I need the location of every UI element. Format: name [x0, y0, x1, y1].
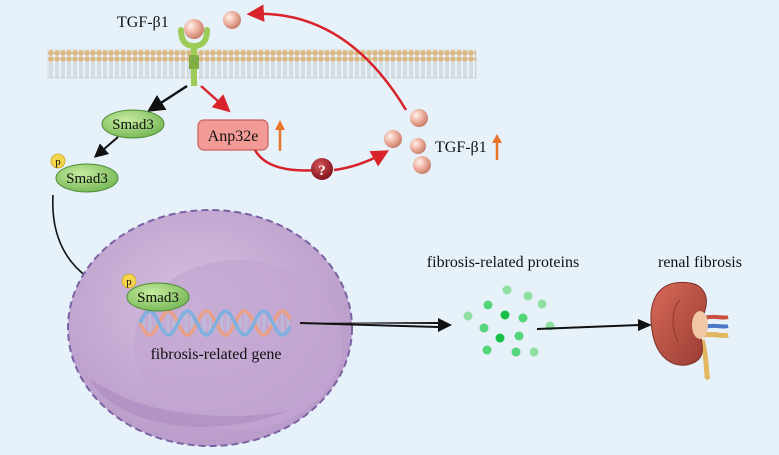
phospho-smad3-nuclear-node: Smad3 p — [121, 273, 190, 312]
arrow-receptor-to-anp32e — [200, 85, 231, 113]
protein-dot — [518, 313, 528, 323]
phospho-smad3-node: Smad3 p — [50, 153, 119, 193]
receptor-icon — [178, 27, 210, 86]
protein-dot — [523, 291, 533, 301]
protein-dot — [483, 300, 493, 310]
ligand-sphere-icon — [223, 11, 241, 29]
svg-text:Anp32e: Anp32e — [208, 128, 259, 145]
protein-cluster — [463, 285, 555, 357]
svg-text:p: p — [55, 156, 61, 168]
kidney-icon — [650, 281, 729, 380]
ligand-label-top: TGF-β1 — [117, 14, 169, 31]
ligand-sphere-icon — [384, 130, 402, 148]
protein-dot — [537, 299, 547, 309]
protein-dot — [514, 331, 524, 341]
svg-text:Smad3: Smad3 — [137, 290, 179, 306]
arrow-gene-to-proteins — [299, 318, 452, 332]
svg-text:Smad3: Smad3 — [66, 171, 108, 187]
protein-dot — [529, 347, 539, 357]
question-mark-icon: ? — [311, 158, 333, 180]
arrow-smad3-phosphorylation — [93, 136, 119, 158]
protein-dot — [502, 285, 512, 295]
arrow-receptor-to-smad3 — [147, 84, 188, 112]
ligand-sphere-icon — [184, 19, 204, 39]
increase-arrow-icon — [275, 120, 285, 151]
protein-dot — [500, 310, 510, 320]
arrow-anp32e-to-ligand-tail — [333, 150, 390, 172]
ligand-label-right: TGF-β1 — [435, 139, 487, 156]
gene-label: fibrosis-related gene — [150, 346, 281, 363]
svg-text:p: p — [126, 276, 132, 288]
arrow-anp32e-to-ligand — [253, 149, 319, 172]
svg-text:Smad3: Smad3 — [112, 117, 154, 133]
protein-dot — [479, 323, 489, 333]
increase-arrow-icon — [492, 134, 502, 160]
arrow-proteins-to-kidney — [536, 319, 652, 331]
protein-dot — [511, 347, 521, 357]
protein-dot — [495, 333, 505, 343]
feedback-arrow — [246, 4, 408, 111]
protein-dot — [482, 345, 492, 355]
protein-dot — [463, 311, 473, 321]
proteins-label: fibrosis-related proteins — [427, 254, 579, 271]
dna-helix-icon — [138, 309, 292, 337]
ligand-sphere-icon — [410, 138, 426, 154]
svg-text:?: ? — [318, 163, 326, 179]
ligand-sphere-icon — [410, 109, 428, 127]
ligand-sphere-icon — [413, 156, 431, 174]
cell-membrane — [47, 49, 477, 79]
outcome-label: renal fibrosis — [658, 254, 742, 271]
smad3-node: Smad3 — [101, 109, 165, 139]
anp32e-node: Anp32e — [197, 119, 269, 151]
